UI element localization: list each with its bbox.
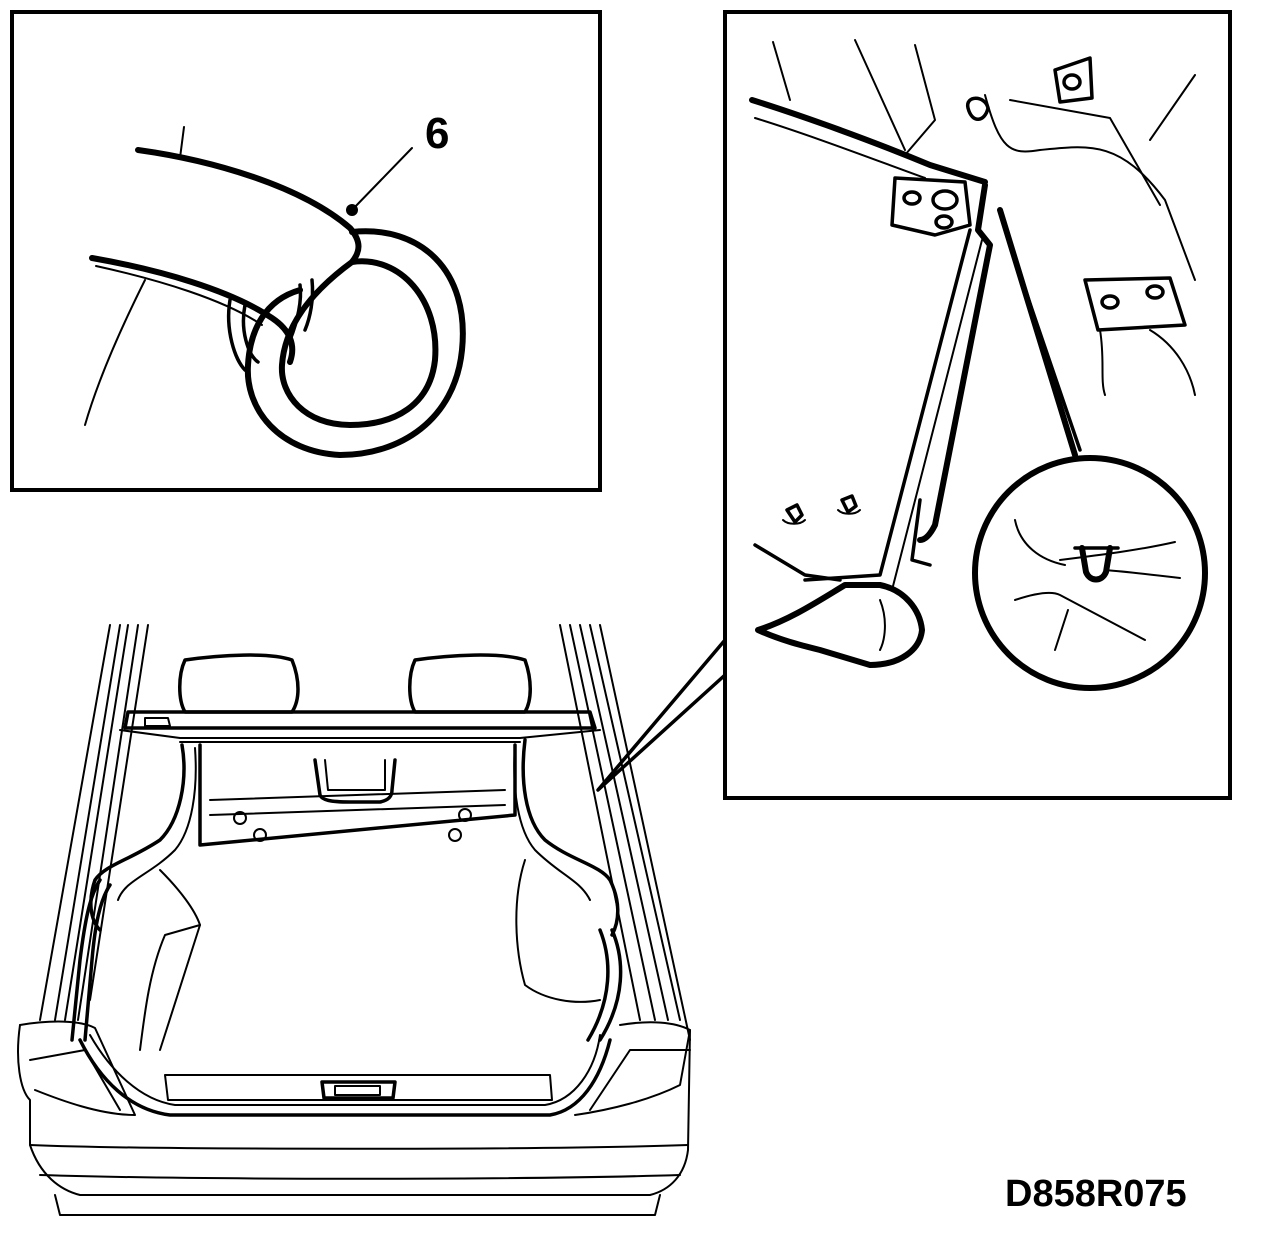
seal-cross-section-inset: 6 xyxy=(10,10,602,492)
head-restraint-right xyxy=(408,653,532,714)
head-restraint-left xyxy=(178,653,300,714)
car-boot-main-view xyxy=(17,624,691,1216)
boot-latch-striker xyxy=(320,1080,397,1100)
magnifier-circle xyxy=(972,455,1208,691)
seal-profile-drawing xyxy=(84,126,466,458)
inset-pointer xyxy=(596,638,727,792)
inset-frame-right xyxy=(723,10,1232,800)
part-callout-label: 6 xyxy=(425,109,449,158)
leader-dot xyxy=(346,204,358,216)
pillar-drawing xyxy=(749,39,1208,691)
figure-reference-code: D858R075 xyxy=(1005,1173,1187,1215)
pillar-detail-inset xyxy=(596,10,1232,800)
inset-frame-left xyxy=(10,10,602,492)
